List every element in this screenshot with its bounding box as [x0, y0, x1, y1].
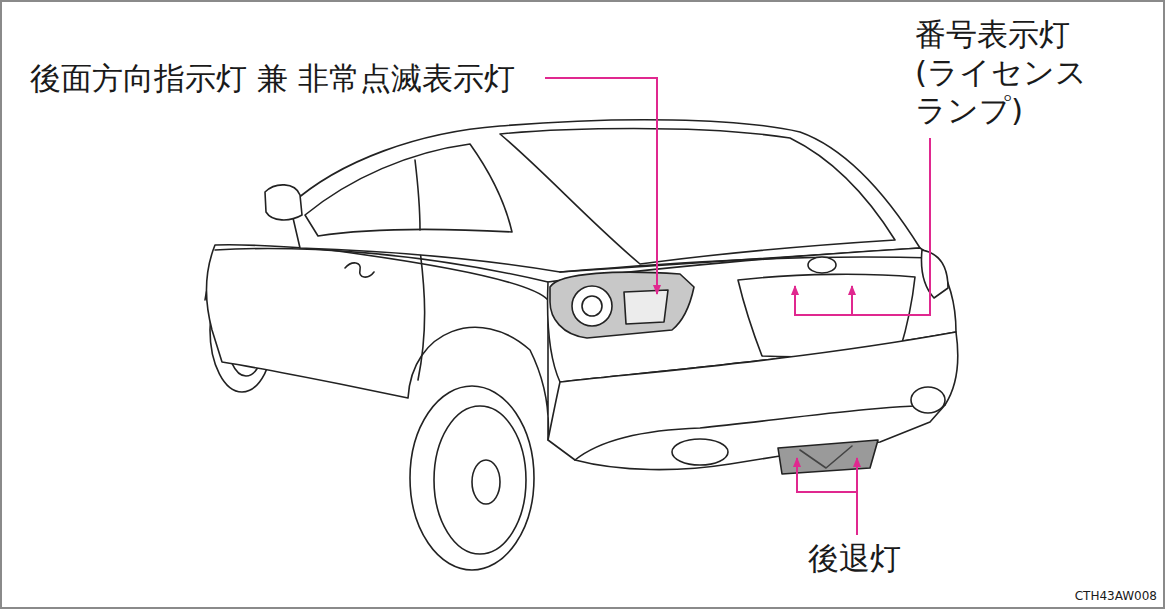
leader-lines [545, 78, 930, 535]
part-label: 後退灯 [808, 540, 901, 578]
figure-code: CTH43AW008 [1075, 589, 1157, 604]
part-label: 番号表示灯 (ライセンス ランプ) [915, 16, 1125, 129]
part-label: 後面方向指示灯 兼 非常点滅表示灯 [30, 60, 515, 98]
exhaust-left [672, 439, 728, 465]
door-line [418, 250, 425, 380]
exhaust-right [911, 387, 945, 413]
diffuser-line [575, 405, 945, 460]
rear-wheel [410, 386, 534, 570]
leader-line [856, 458, 858, 492]
leader-line [545, 78, 657, 294]
leader-line [795, 138, 930, 315]
rear-glass [500, 129, 895, 265]
trunk-spoiler [560, 257, 935, 272]
roof [290, 120, 920, 272]
rear-bumper [548, 332, 958, 470]
tail-light-left [550, 272, 694, 338]
emblem [808, 257, 836, 273]
side-window [305, 144, 512, 236]
car-body [205, 120, 958, 570]
door-handle [345, 263, 374, 277]
diffuser-notch [800, 446, 852, 468]
turn-signal-lens [624, 290, 668, 324]
b-pillar [415, 160, 420, 230]
rear-rim [434, 406, 526, 554]
side-mirror [265, 185, 302, 220]
tail-light-ring [572, 286, 612, 326]
reverse-lamp-housing [778, 440, 878, 474]
rear-hub [472, 460, 500, 504]
leader-line [797, 458, 857, 535]
tail-light-right [922, 250, 949, 298]
tail-light-core [582, 296, 602, 316]
leader-line [851, 286, 853, 315]
